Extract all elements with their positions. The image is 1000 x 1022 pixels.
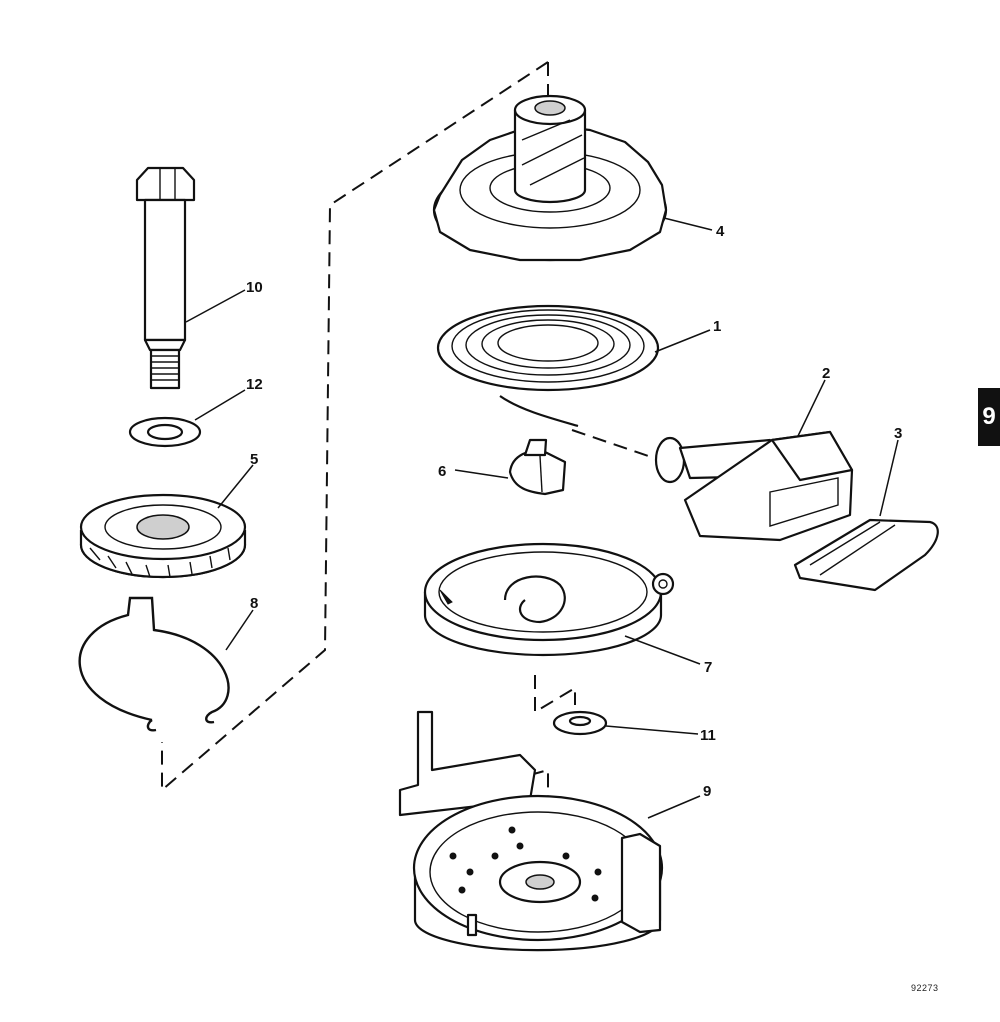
callout-3: 3 [894, 425, 902, 442]
callout-labels: 1 2 3 4 5 6 7 8 9 10 11 12 [246, 223, 902, 800]
leader-lines [185, 217, 899, 819]
leader-6 [454, 469, 509, 479]
part-5-gear [79, 493, 247, 579]
callout-12: 12 [246, 376, 263, 393]
part-3-insert [793, 518, 939, 592]
callout-11: 11 [700, 727, 716, 744]
callout-2: 2 [822, 365, 830, 382]
part-1-rope-coil [436, 304, 660, 428]
callout-10: 10 [246, 279, 263, 296]
callout-8: 8 [250, 595, 258, 612]
callout-7: 7 [704, 659, 712, 676]
callout-6: 6 [438, 463, 446, 480]
leader-1 [654, 329, 711, 353]
part-2-handle [654, 430, 854, 542]
part-7-spring-housing [423, 542, 675, 657]
callout-5: 5 [250, 451, 258, 468]
leader-8 [225, 609, 254, 651]
part-12-washer [128, 416, 202, 448]
leader-11 [605, 725, 699, 735]
leader-4 [663, 217, 713, 231]
part-9-base [398, 710, 664, 952]
leader-7 [624, 635, 701, 665]
part-8-clip [78, 596, 230, 732]
leader-2 [797, 379, 826, 437]
leader-12 [194, 389, 246, 421]
callout-9: 9 [703, 783, 711, 800]
page-section-tab: 9 [978, 388, 1000, 446]
callout-4: 4 [716, 223, 725, 240]
leader-3 [879, 439, 899, 517]
leader-5 [217, 464, 254, 509]
assembly-dash-line [161, 61, 661, 872]
leader-10 [185, 289, 246, 323]
part-11-washer [552, 710, 608, 736]
drawing-number: 92273 [911, 983, 939, 993]
part-4-spindle [432, 94, 668, 262]
callout-1: 1 [713, 318, 721, 335]
part-6-pawl [508, 438, 567, 496]
part-10-bolt [135, 166, 196, 390]
leader-9 [647, 795, 701, 819]
